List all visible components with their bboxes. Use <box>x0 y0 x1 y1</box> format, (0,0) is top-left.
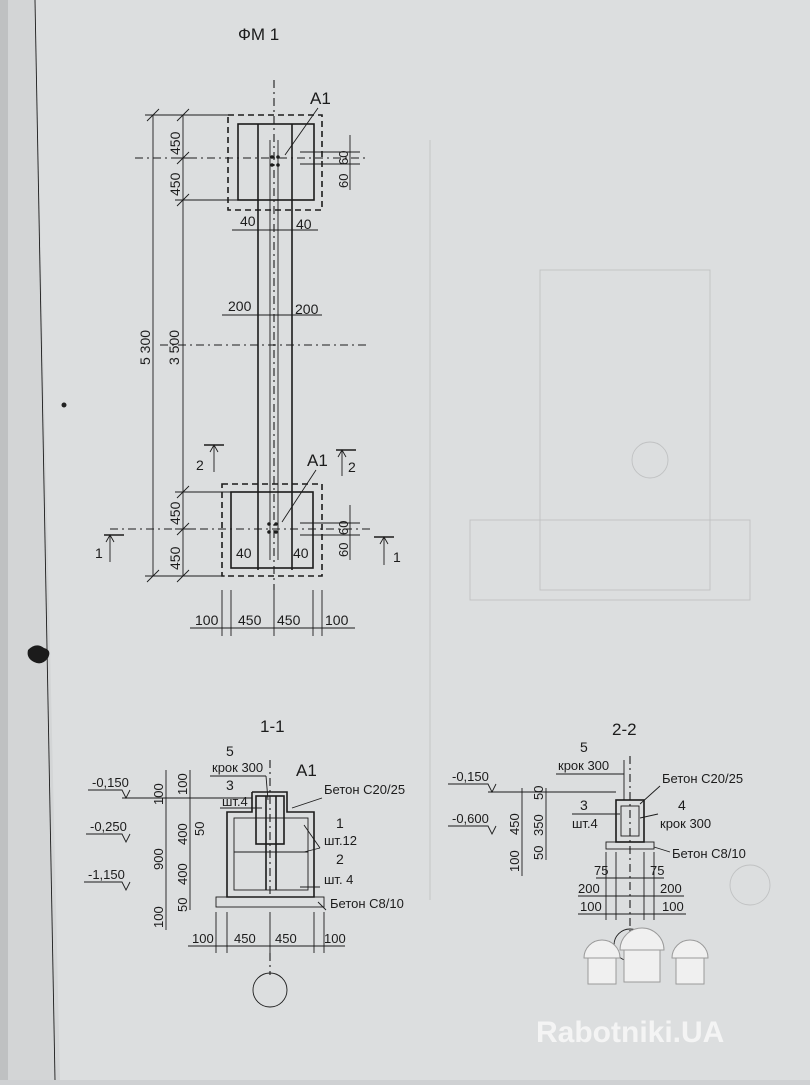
dim-100-2: 100 <box>325 612 349 628</box>
section-1-1: 1-1 А1 5 крок 300 3 шт.4 Бетон С20/25 1 … <box>84 717 405 1008</box>
dim-40-4: 40 <box>293 545 309 561</box>
s1-level-c: -1,150 <box>88 867 125 882</box>
s1-cage <box>233 817 309 891</box>
frame-line <box>34 0 56 1081</box>
s1-pos1-note: шт.12 <box>324 833 357 848</box>
s2-d350: 350 <box>531 814 546 836</box>
s1-d100-a: 100 <box>151 783 166 805</box>
s2-d100: 100 <box>507 850 522 872</box>
s1-level-b: -0,250 <box>90 819 127 834</box>
s2-pos4: 4 <box>678 797 686 813</box>
s1-d400-b: 400 <box>175 863 190 885</box>
s1-prep-label: Бетон С8/10 <box>330 896 404 911</box>
pad-bottom <box>230 491 314 569</box>
dim-450-1: 450 <box>167 131 183 155</box>
s1-pos1: 1 <box>336 815 344 831</box>
dim-axis: 3 500 <box>166 330 182 365</box>
s1-d50-b: 50 <box>192 822 207 836</box>
s2-d200-b: 200 <box>660 881 682 896</box>
bleed-through <box>429 140 771 906</box>
plan-title: ФМ 1 <box>238 25 279 44</box>
s2-pos5-note: крок 300 <box>558 758 609 773</box>
dim-100-1: 100 <box>195 612 219 628</box>
ink-dot <box>61 402 67 408</box>
s2-d100-a: 100 <box>580 899 602 914</box>
s1-prep-layer <box>215 896 325 908</box>
dim-200-1: 200 <box>228 298 252 314</box>
section-2-2-title: 2-2 <box>612 720 637 739</box>
s1-d450-a: 450 <box>234 931 256 946</box>
dim-450-4: 450 <box>167 546 183 570</box>
dim-200-2: 200 <box>295 301 319 317</box>
s1-pos3: 3 <box>226 777 234 793</box>
dim-450-6: 450 <box>277 612 301 628</box>
s1-node-label: А1 <box>296 761 317 780</box>
s2-level-a: -0,150 <box>452 769 489 784</box>
s2-d450: 450 <box>507 813 522 835</box>
node-label-top: А1 <box>310 89 331 108</box>
dim-450-3: 450 <box>167 501 183 525</box>
section-mark-1-left: 1 <box>95 545 103 561</box>
s1-pos2-note: шт. 4 <box>324 872 353 887</box>
s1-d100-d: 100 <box>192 931 214 946</box>
s2-level-b: -0,600 <box>452 811 489 826</box>
dim-60-3: 60 <box>336 521 351 535</box>
s1-d100-c: 100 <box>175 773 190 795</box>
dim-total: 5 300 <box>137 330 153 365</box>
section-mark-2-right: 2 <box>348 459 356 475</box>
dim-40-3: 40 <box>236 545 252 561</box>
watermark-text: Rabotniki.UA <box>536 1016 724 1049</box>
workers-logo <box>583 927 709 985</box>
s1-d100-b: 100 <box>151 906 166 928</box>
s2-pos3: 3 <box>580 797 588 813</box>
pad-top-outline <box>227 114 323 211</box>
s1-level-a: -0,150 <box>92 775 129 790</box>
section-1-1-title: 1-1 <box>260 717 285 736</box>
dim-60-2: 60 <box>336 174 351 188</box>
s1-pos5-note: крок 300 <box>212 760 263 775</box>
ink-blot <box>27 645 50 664</box>
s1-d900: 900 <box>151 848 166 870</box>
pad-top <box>237 123 315 201</box>
s1-concrete-label: Бетон С20/25 <box>324 782 405 797</box>
s1-pos3-note: шт.4 <box>222 794 248 809</box>
dim-40-1: 40 <box>240 213 256 229</box>
dim-450-5: 450 <box>238 612 262 628</box>
dim-40-2: 40 <box>296 216 312 232</box>
s2-pos5: 5 <box>580 739 588 755</box>
s2-d50-a: 50 <box>531 786 546 800</box>
pad-bottom-outline <box>221 483 323 577</box>
dim-60-1: 60 <box>336 151 351 165</box>
s1-d450-b: 450 <box>275 931 297 946</box>
s1-d400-a: 400 <box>175 823 190 845</box>
s2-pos3-note: шт.4 <box>572 816 598 831</box>
dim-60-4: 60 <box>336 543 351 557</box>
s2-d100-b: 100 <box>662 899 684 914</box>
s2-d50-b: 50 <box>531 846 546 860</box>
watermark: Rabotniki.UA <box>536 927 724 1049</box>
s1-pos5: 5 <box>226 743 234 759</box>
dim-450-2: 450 <box>167 172 183 196</box>
s1-pos2: 2 <box>336 851 344 867</box>
section-mark-2-left: 2 <box>196 457 204 473</box>
s1-d50-a: 50 <box>175 898 190 912</box>
s2-prep-label: Бетон С8/10 <box>672 846 746 861</box>
plan-view: ФМ 1 А1 А1 5 300 <box>95 25 401 636</box>
s2-d75-a: 75 <box>594 863 608 878</box>
s2-d200-a: 200 <box>578 881 600 896</box>
node-label-bottom: А1 <box>307 451 328 470</box>
s2-concrete-label: Бетон С20/25 <box>662 771 743 786</box>
s2-d75-b: 75 <box>650 863 664 878</box>
s1-axis-bubble <box>252 972 288 1008</box>
section-mark-1-right: 1 <box>393 549 401 565</box>
s1-d100-e: 100 <box>324 931 346 946</box>
s2-pos4-note: крок 300 <box>660 816 711 831</box>
